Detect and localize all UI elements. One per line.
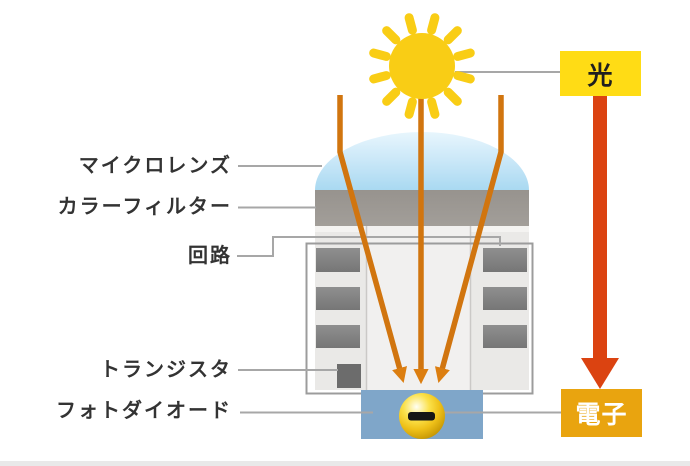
light-rays (337, 95, 504, 385)
label-color-filter: カラーフィルター (57, 196, 232, 218)
connector-lines (237, 71, 561, 414)
bottom-edge-strip (0, 461, 690, 466)
sun-icon (369, 13, 475, 119)
circuit-block (483, 325, 527, 348)
circuit-block (316, 325, 360, 348)
circuit-block (483, 248, 527, 272)
light-ray-left (337, 95, 407, 383)
circuit-block (483, 287, 527, 310)
light-ray-right (434, 95, 504, 383)
circuit-block (316, 287, 360, 310)
electron-arrow (581, 96, 619, 389)
circuit-block (316, 248, 360, 272)
label-transistor: トランジスタ (100, 359, 232, 381)
circuit-connector (237, 236, 501, 257)
label-circuit: 回路 (188, 245, 232, 267)
label-photodiode: フォトダイオード (56, 400, 232, 422)
circuit-blocks (316, 248, 527, 348)
electron-callout-box: 電子 (561, 389, 642, 437)
minus-icon (408, 412, 435, 421)
transistor-block (337, 364, 361, 388)
light-callout-box: 光 (560, 51, 641, 96)
label-microlens: マイクロレンズ (78, 155, 232, 177)
